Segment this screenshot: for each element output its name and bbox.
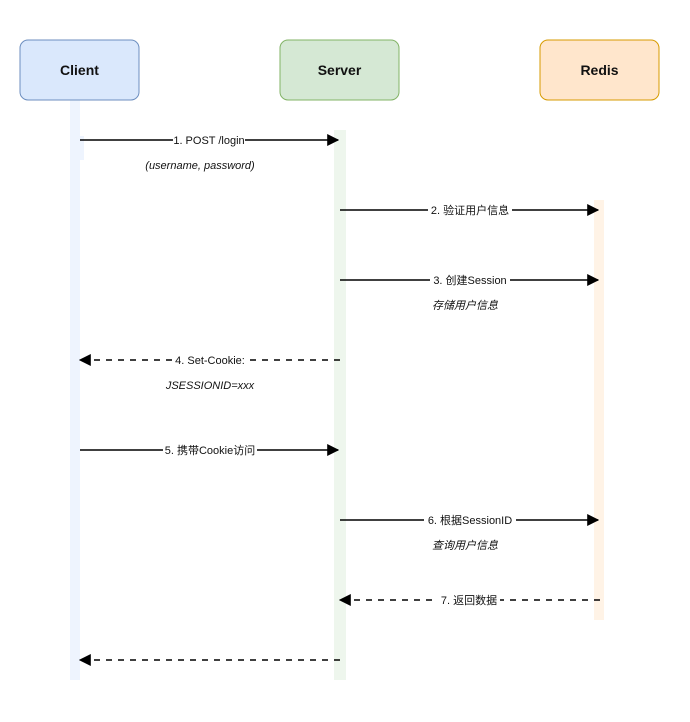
message-2: 2. 验证用户信息 [340,203,600,217]
message-3-label: 3. 创建Session [433,273,506,287]
message-2-label-bg [428,203,512,217]
actor-redis-label: Redis [580,62,618,78]
message-1-label: 1. POST /login [173,135,244,147]
message-5: 5. 携带Cookie访问 [80,443,340,457]
message-7-label: 7. 返回数据 [441,593,497,607]
message-3-note: 存储用户信息 [432,299,498,312]
message-2-label: 2. 验证用户信息 [431,203,509,217]
actor-client-box [19,39,140,101]
message-4: 4. Set-Cookie: JSESSIONID=xxx [78,353,340,392]
message-4-note: JSESSIONID=xxx [165,380,255,392]
message-1-label-bg [173,133,245,147]
message-3-label-bg [430,273,510,287]
message-7: 7. 返回数据 [338,593,600,607]
message-6: 6. 根据SessionID 查询用户信息 [340,513,600,552]
actor-server: Server [279,39,400,101]
message-3: 3. 创建Session 存储用户信息 [340,273,600,312]
actor-redis: Redis [539,39,660,101]
message-7-label-bg [438,593,500,607]
message-6-label-bg [424,513,516,527]
message-5-label-bg [163,443,257,457]
client-activation-bar [76,136,84,160]
message-4-label-bg [172,353,248,367]
actor-server-label: Server [318,62,362,78]
actor-client-label: Client [60,62,99,78]
message-5-label: 5. 携带Cookie访问 [165,443,255,457]
message-6-note: 查询用户信息 [432,539,498,552]
server-lifeline [334,130,346,680]
redis-lifeline [594,200,604,620]
message-1: 1. POST /login (username, password) [80,133,340,172]
actor-client: Client [19,39,140,101]
message-6-label: 6. 根据SessionID [428,513,512,527]
actor-server-box [279,39,400,101]
message-4-label: 4. Set-Cookie: [175,355,245,367]
client-lifeline [70,100,80,680]
message-1-note: (username, password) [145,160,255,172]
actor-redis-box [539,39,660,101]
